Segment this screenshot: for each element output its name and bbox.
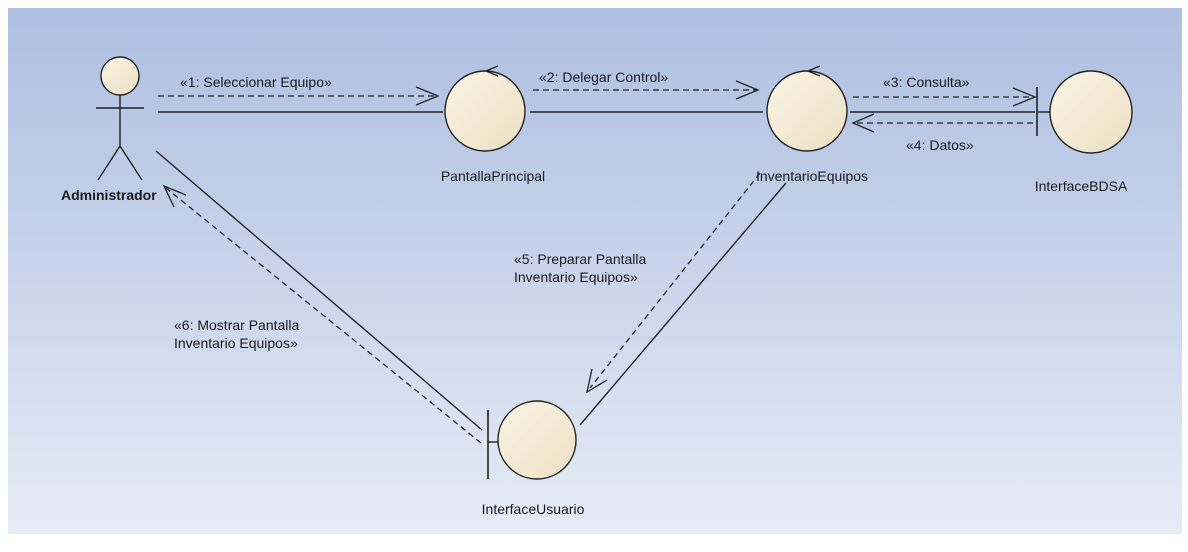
diagram-canvas: Administrador PantallaPrincipal Inventar… — [8, 8, 1182, 534]
message-arrow-3[interactable] — [853, 87, 1037, 107]
message-arrow-6[interactable] — [162, 184, 482, 444]
message-label-5-line-2: Inventario Equipos» — [514, 269, 638, 285]
message-label-6-line-1: «6: Mostrar Pantalla — [174, 317, 299, 333]
message-label-6-line-2: Inventario Equipos» — [174, 335, 298, 351]
message-arrow-2[interactable] — [533, 80, 760, 100]
actor-administrador[interactable]: Administrador — [61, 56, 157, 203]
object-label: PantallaPrincipal — [441, 168, 545, 184]
message-label-4: «4: Datos» — [906, 137, 974, 153]
object-interfacebdsa[interactable]: InterfaceBDSA — [1035, 70, 1133, 194]
link-admin-interfaceusuario[interactable] — [155, 150, 483, 431]
stick-figure-icon — [96, 56, 144, 181]
actor-label: Administrador — [61, 187, 157, 203]
control-icon — [766, 65, 848, 152]
object-label: InterfaceBDSA — [1035, 178, 1128, 194]
object-interfaceusuario[interactable]: InterfaceUsuario — [482, 400, 585, 517]
message-label-3: «3: Consulta» — [883, 74, 970, 90]
message-label-1: «1: Seleccionar Equipo» — [180, 74, 332, 90]
link-inventarioequipos-interfaceusuario[interactable] — [579, 182, 787, 426]
message-arrow-5[interactable] — [586, 172, 761, 394]
message-arrow-1[interactable] — [158, 86, 440, 106]
message-label-5-line-1: «5: Preparar Pantalla — [514, 251, 647, 267]
communication-diagram: Administrador PantallaPrincipal Inventar… — [61, 56, 1133, 517]
object-inventarioequipos[interactable]: InventarioEquipos — [756, 65, 868, 184]
object-label: InterfaceUsuario — [482, 501, 585, 517]
message-label-2: «2: Delegar Control» — [539, 69, 668, 85]
boundary-icon — [487, 400, 577, 480]
control-icon — [444, 65, 526, 152]
object-label: InventarioEquipos — [756, 168, 868, 184]
object-pantallaprincipal[interactable]: PantallaPrincipal — [441, 65, 545, 184]
message-arrow-4[interactable] — [851, 113, 1033, 133]
boundary-icon — [1036, 70, 1133, 154]
